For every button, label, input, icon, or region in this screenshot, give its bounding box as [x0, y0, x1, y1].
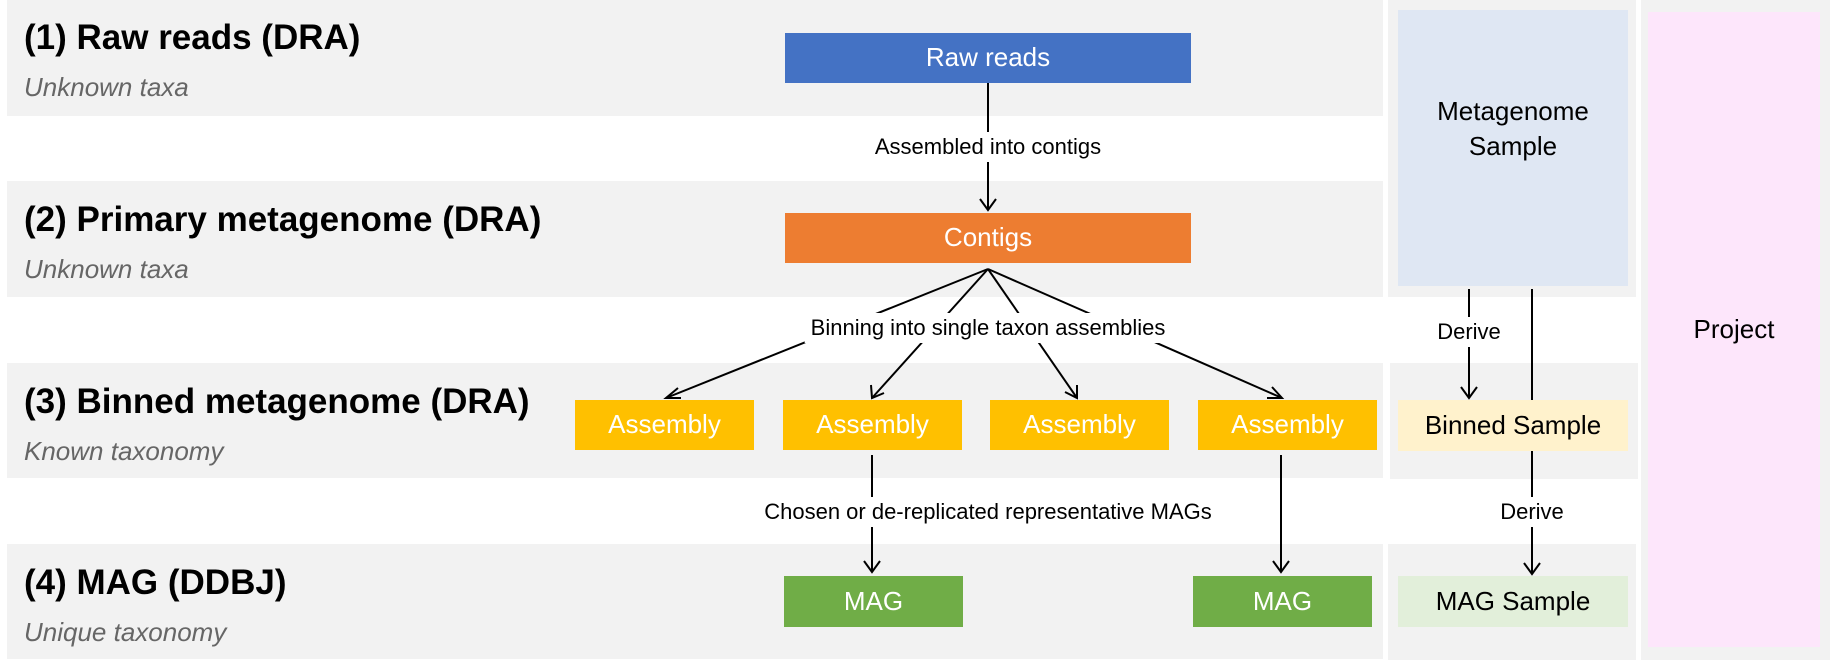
level-4-title: (4) MAG (DDBJ): [24, 563, 287, 602]
arrowhead: [1064, 385, 1078, 400]
arrowhead: [979, 198, 997, 212]
level-2-title: (2) Primary metagenome (DRA): [24, 200, 542, 239]
arrowhead: [863, 560, 881, 574]
arrowhead: [663, 387, 681, 399]
edge-label-binning: Binning into single taxon assemblies: [804, 313, 1172, 343]
level-band-4: [7, 544, 1383, 659]
derive-label-2: Derive: [1494, 497, 1570, 527]
level-3-title: (3) Binned metagenome (DRA): [24, 382, 530, 421]
mag-node: MAG: [1193, 576, 1372, 627]
arrowhead: [1460, 386, 1478, 400]
binned-sample-label: Binned Sample: [1424, 409, 1602, 440]
arrowhead: [1267, 386, 1285, 399]
contigs-node: Contigs: [785, 213, 1191, 263]
assembly-label: Assembly: [608, 409, 721, 440]
level-2-subtitle: Unknown taxa: [24, 254, 189, 284]
assembly-node: Assembly: [1198, 400, 1377, 450]
level-1-subtitle: Unknown taxa: [24, 72, 189, 102]
assembly-label: Assembly: [1231, 409, 1344, 440]
assembly-node: Assembly: [575, 400, 754, 450]
project-label: Project: [1693, 313, 1775, 344]
mag-node: MAG: [784, 576, 963, 627]
project-box: Project: [1648, 12, 1820, 647]
level-3-subtitle: Known taxonomy: [24, 436, 224, 466]
mag-sample-label: MAG Sample: [1435, 585, 1591, 616]
level-1-title: (1) Raw reads (DRA): [24, 18, 361, 57]
assembly-label: Assembly: [816, 409, 929, 440]
metagenome-sample-label: Metagenome Sample: [1437, 95, 1589, 161]
assembly-node: Assembly: [783, 400, 962, 450]
mag-label: MAG: [843, 585, 904, 616]
level-4-subtitle: Unique taxonomy: [24, 617, 227, 647]
mag-sample-node: MAG Sample: [1398, 576, 1628, 627]
arrowhead: [1523, 562, 1541, 576]
arrowhead: [870, 384, 885, 400]
binned-sample-node: Binned Sample: [1398, 400, 1628, 451]
mag-label: MAG: [1252, 585, 1313, 616]
raw-reads-label: Raw reads: [925, 42, 1051, 73]
assembly-node: Assembly: [990, 400, 1169, 450]
assembly-label: Assembly: [1023, 409, 1136, 440]
contigs-label: Contigs: [943, 222, 1033, 253]
arrowhead: [1272, 560, 1290, 574]
metagenome-sample-node: Metagenome Sample: [1398, 10, 1628, 286]
edge-label-choose: Chosen or de-replicated representative M…: [758, 497, 1218, 527]
raw-reads-node: Raw reads: [785, 33, 1191, 83]
derive-label-1: Derive: [1431, 317, 1507, 347]
edge-label-assemble: Assembled into contigs: [868, 132, 1108, 162]
